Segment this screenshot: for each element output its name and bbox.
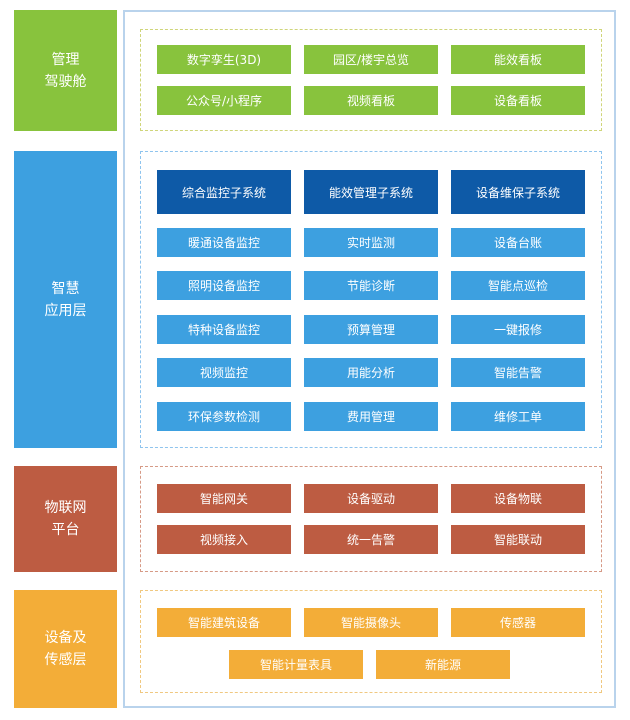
application-item: 预算管理 xyxy=(304,315,438,344)
iot-item: 视频接入 xyxy=(157,525,291,554)
device-item: 新能源 xyxy=(376,650,510,679)
subsystem-energy: 能效管理子系统 xyxy=(304,170,438,214)
iot-item: 智能联动 xyxy=(451,525,585,554)
management-item: 能效看板 xyxy=(451,45,585,74)
application-item: 实时监测 xyxy=(304,228,438,257)
iot-item: 设备物联 xyxy=(451,484,585,513)
iot-item: 统一告警 xyxy=(304,525,438,554)
layer-title-line2: 驾驶舱 xyxy=(44,73,87,90)
layer-label-device: 设备及传感层 xyxy=(14,590,117,708)
layer-label-management: 管理驾驶舱 xyxy=(14,10,117,131)
device-item: 传感器 xyxy=(451,608,585,637)
application-item: 照明设备监控 xyxy=(157,271,291,300)
application-item: 智能点巡检 xyxy=(451,271,585,300)
device-item: 智能摄像头 xyxy=(304,608,438,637)
architecture-frame xyxy=(123,10,616,708)
iot-item: 智能网关 xyxy=(157,484,291,513)
subsystem-monitoring: 综合监控子系统 xyxy=(157,170,291,214)
management-item: 设备看板 xyxy=(451,86,585,115)
application-group xyxy=(140,151,602,448)
application-item: 视频监控 xyxy=(157,358,291,387)
application-item: 智能告警 xyxy=(451,358,585,387)
application-item: 暖通设备监控 xyxy=(157,228,291,257)
application-item: 节能诊断 xyxy=(304,271,438,300)
application-item: 用能分析 xyxy=(304,358,438,387)
layer-title-line2: 平台 xyxy=(51,522,80,538)
device-item: 智能建筑设备 xyxy=(157,608,291,637)
iot-item: 设备驱动 xyxy=(304,484,438,513)
application-item: 一键报修 xyxy=(451,315,585,344)
device-group xyxy=(140,590,602,693)
application-item: 环保参数检测 xyxy=(157,402,291,431)
subsystem-maintenance: 设备维保子系统 xyxy=(451,170,585,214)
layer-title-line1: 设备及 xyxy=(44,630,87,646)
layer-label-application: 智慧应用层 xyxy=(14,151,117,448)
layer-title-line1: 管理 xyxy=(51,51,80,68)
application-item: 设备台账 xyxy=(451,228,585,257)
management-group xyxy=(140,29,602,131)
management-item: 园区/楼宇总览 xyxy=(304,45,438,74)
application-item: 维修工单 xyxy=(451,402,585,431)
management-item: 公众号/小程序 xyxy=(157,86,291,115)
layer-title-line2: 传感层 xyxy=(44,652,87,668)
layer-title-line2: 应用层 xyxy=(44,302,87,319)
management-item: 视频看板 xyxy=(304,86,438,115)
application-item: 特种设备监控 xyxy=(157,315,291,344)
layer-title-line1: 智慧 xyxy=(51,280,80,297)
application-item: 费用管理 xyxy=(304,402,438,431)
layer-title-line1: 物联网 xyxy=(44,500,87,516)
layer-label-iot: 物联网平台 xyxy=(14,466,117,572)
iot-group xyxy=(140,466,602,572)
device-item: 智能计量表具 xyxy=(229,650,363,679)
management-item: 数字孪生(3D) xyxy=(157,45,291,74)
